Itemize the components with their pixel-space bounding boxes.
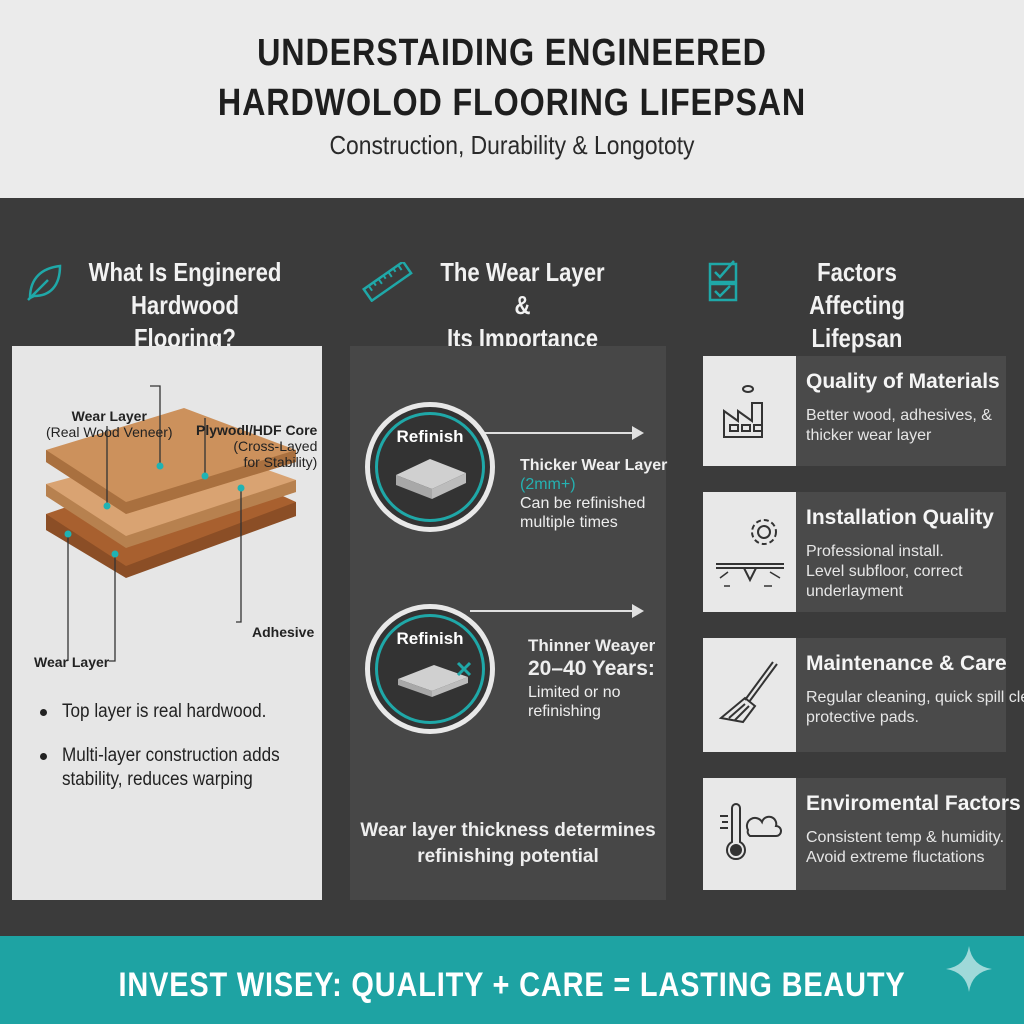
factory-icon xyxy=(722,385,763,438)
top-layer xyxy=(46,408,296,514)
ruler-icon xyxy=(362,262,413,302)
label-wear-layer-top: Wear Layer(Real Wood Veneer) xyxy=(46,408,173,440)
broom-icon xyxy=(718,661,778,724)
construction-card: Wear Layer(Real Wood Veneer) Plywodl/HDF… xyxy=(12,346,322,900)
label-adhesive: Adhesive xyxy=(252,624,315,640)
factor-card-materials: Quality of Materials Better wood, adhesi… xyxy=(703,356,1006,466)
refinish-badge-thick: Refinish xyxy=(365,402,495,532)
factor-card-installation: Installation Quality Professional instal… xyxy=(703,492,1006,612)
sparkle-icon xyxy=(946,946,992,992)
bullet-item: Multi-layer construction adds stability,… xyxy=(40,744,322,792)
thick-board-icon xyxy=(396,459,466,499)
title-line-2: HARDWOLOD FLOORING LIFEPSAN xyxy=(217,82,807,124)
column-heading-wear-layer: The Wear Layer &Its Importance xyxy=(440,257,605,353)
refinish-badge-thin: Refinish xyxy=(365,604,495,734)
thin-board-icon xyxy=(398,661,472,697)
header: UNDERSTAIDING ENGINEERED HARDWOLOD FLOOR… xyxy=(0,0,1024,198)
factor-card-environment: Enviromental Factors Consistent temp & h… xyxy=(703,778,1021,890)
bullet-item: Top layer is real hardwood. xyxy=(40,700,312,724)
checklist-icon xyxy=(708,260,738,302)
thick-wear-text: Thicker Wear Layer (2mm+) Can be refinis… xyxy=(520,457,668,531)
title-line-1: UNDERSTAIDING ENGINEERED xyxy=(257,32,767,74)
thermometer-icon xyxy=(719,803,782,861)
gear-icon xyxy=(715,519,784,587)
footer-slogan: INVEST WISEY: QUALITY + CARE = LASTING B… xyxy=(118,966,906,1004)
page-subtitle: Construction, Durability & Longototy xyxy=(329,130,695,160)
wood-layers-diagram xyxy=(46,385,296,662)
page-title: UNDERSTAIDING ENGINEERED HARDWOLOD FLOOR… xyxy=(0,28,1024,128)
thin-wear-text: Thinner Weayer 20–40 Years: Limited or n… xyxy=(528,636,656,720)
factor-card-maintenance: Maintenance & Care Regular cleaning, qui… xyxy=(703,638,1024,752)
leaf-icon xyxy=(27,264,62,301)
footer-banner: INVEST WISEY: QUALITY + CARE = LASTING B… xyxy=(0,936,1024,1024)
arrow-icon xyxy=(470,426,644,440)
arrow-icon xyxy=(470,604,644,618)
label-wear-layer-bottom: Wear Layer xyxy=(34,654,110,670)
